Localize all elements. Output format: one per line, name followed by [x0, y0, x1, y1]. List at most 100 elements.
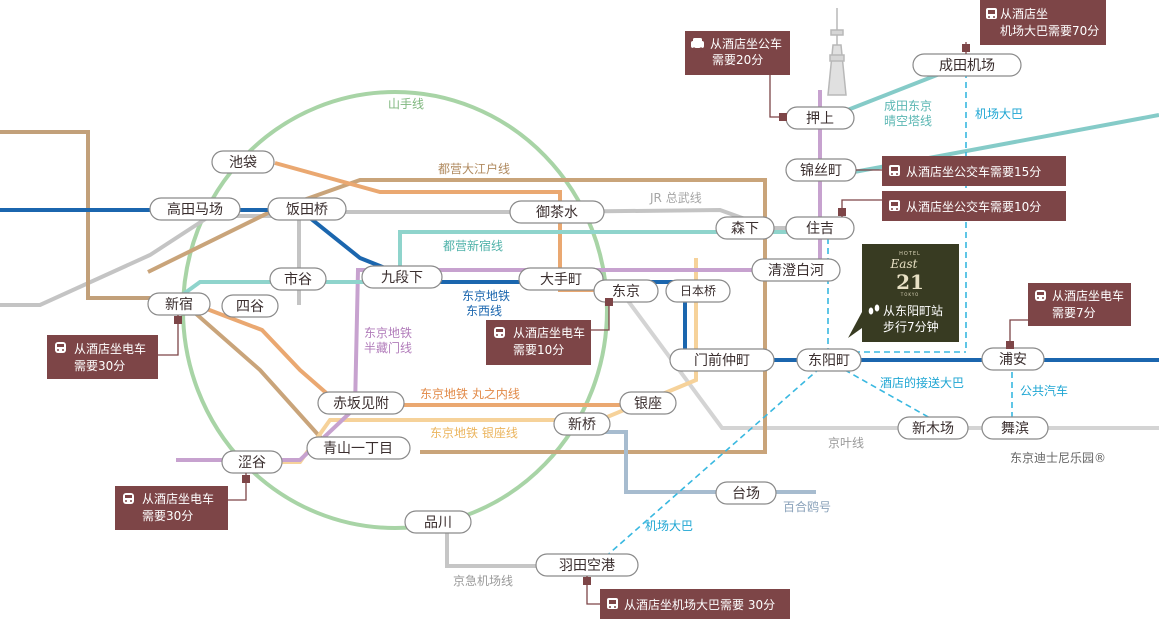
label-hanzomon: 东京地铁半藏门线 [364, 326, 412, 355]
callout-shinjuku-text: 从酒店坐电车需要30分 [74, 341, 146, 373]
leader-oshiage [769, 75, 786, 118]
station-kiyosumi-label: 清澄白河 [768, 263, 824, 279]
station-otemachi[interactable]: 大手町 [518, 267, 604, 291]
label-public-bus: 公共汽车 [1020, 383, 1068, 398]
train-icon [123, 493, 134, 504]
callout-urayasu: 从酒店坐电车需要7分 [1028, 283, 1131, 326]
yurikamome-line [582, 430, 816, 494]
label-narita-sky: 成田东京晴空塔线 [884, 99, 932, 128]
station-oshiage[interactable]: 押上 [785, 106, 855, 130]
callout-shinjuku: 从酒店坐电车需要30分 [47, 335, 158, 379]
station-shimbashi-label: 新桥 [568, 417, 596, 433]
station-sumiyoshi-label: 住吉 [806, 221, 834, 237]
train-icon [55, 342, 66, 353]
station-ochanomizu-label: 御茶水 [536, 205, 578, 221]
station-iidabashi[interactable]: 饭田桥 [267, 197, 347, 221]
station-tokyo-label: 东京 [612, 284, 640, 300]
station-kinshicho-label: 锦丝町 [800, 162, 842, 179]
station-nihonbashi[interactable]: 日本桥 [665, 279, 731, 303]
station-ichigaya[interactable]: 市谷 [269, 267, 327, 291]
station-narita[interactable]: 成田机场 [912, 53, 1022, 77]
leader-tokyo [590, 302, 610, 331]
station-shinkiba-label: 新木场 [912, 421, 954, 437]
station-akasaka-label: 赤坂见附 [333, 396, 389, 412]
label-shuttle: 酒店的接送大巴 [880, 375, 964, 390]
station-kudanshita[interactable]: 九段下 [361, 265, 443, 289]
oedo-line-link [176, 296, 400, 450]
station-ginza[interactable]: 银座 [619, 391, 677, 415]
callout-narita-text: 从酒店坐机场大巴需要70分 [1000, 7, 1099, 38]
hotel-logo-main: East [890, 257, 918, 271]
callout-sumiyoshi: 从酒店坐公交车需要10分 [882, 191, 1066, 221]
station-ikebukuro-label: 池袋 [229, 155, 257, 171]
callout-kinshicho-text: 从酒店坐公交车需要15分 [906, 164, 1041, 179]
bus-icon [889, 200, 900, 211]
station-shimbashi[interactable]: 新桥 [553, 412, 611, 436]
hotel-marker[interactable]: HOTEL East 21 TOKYO 从东阳町站步行7分钟 [848, 244, 959, 342]
label-oedo: 都营大江户线 [438, 161, 510, 176]
station-shibuya[interactable]: 涩谷 [221, 450, 283, 474]
station-shinkiba[interactable]: 新木场 [897, 416, 969, 440]
station-toyocho-label: 东阳町 [808, 353, 850, 369]
label-yamanote: 山手线 [388, 97, 424, 111]
shuttle-to-shinkiba-line [835, 364, 931, 419]
station-haneda[interactable]: 羽田空港 [535, 553, 639, 577]
station-akasaka[interactable]: 赤坂见附 [317, 391, 405, 415]
label-keiyo: 京叶线 [828, 436, 864, 450]
station-iidabashi-label: 饭田桥 [286, 202, 328, 218]
leader-urayasu [1009, 319, 1028, 348]
callout-tokyo: 从酒店坐电车需要10分 [486, 320, 591, 365]
station-odaiba[interactable]: 台场 [715, 481, 777, 505]
label-marunouchi: 东京地铁 丸之内线 [420, 387, 520, 401]
station-oshiage-label: 押上 [806, 111, 834, 127]
station-yotsuya[interactable]: 四谷 [221, 294, 279, 318]
station-haneda-label: 羽田空港 [559, 558, 615, 574]
hotel-logo-num: 21 [896, 270, 924, 294]
station-monzen[interactable]: 门前仲町 [669, 348, 775, 372]
callout-haneda: 从酒店坐机场大巴需要 30分 [600, 589, 790, 619]
station-ochanomizu[interactable]: 御茶水 [509, 200, 605, 224]
station-ginza-label: 银座 [634, 396, 662, 412]
station-takadanobaba[interactable]: 高田马场 [149, 197, 241, 221]
station-odaiba-label: 台场 [732, 486, 760, 502]
footprints-icon [868, 304, 880, 315]
station-shinagawa-label: 品川 [424, 515, 452, 531]
station-otemachi-label: 大手町 [540, 272, 582, 288]
leader-sumiyoshi [841, 199, 882, 217]
callout-oshiage-text: 从酒店坐公车需要20分 [710, 36, 782, 67]
station-shinjuku[interactable]: 新宿 [147, 292, 211, 316]
station-takadanobaba-label: 高田马场 [167, 201, 223, 218]
bus-icon [607, 598, 618, 609]
station-nihonbashi-label: 日本桥 [680, 284, 716, 298]
station-shibuya-label: 涩谷 [238, 455, 266, 471]
station-toyocho[interactable]: 东阳町 [796, 348, 862, 372]
leader-haneda [586, 576, 600, 605]
station-tokyo[interactable]: 东京 [593, 279, 659, 303]
callout-haneda-text: 从酒店坐机场大巴需要 30分 [624, 598, 775, 612]
station-kinshicho[interactable]: 锦丝町 [785, 158, 857, 182]
station-aoyama[interactable]: 青山一丁目 [306, 436, 411, 460]
skytree-icon [827, 8, 847, 96]
station-sumiyoshi[interactable]: 住吉 [785, 216, 855, 240]
station-kiyosumi[interactable]: 清澄白河 [751, 258, 841, 282]
callout-sumiyoshi-text: 从酒店坐公交车需要10分 [906, 199, 1041, 214]
car-icon [691, 38, 704, 51]
train-icon [1035, 290, 1046, 301]
station-ikebukuro[interactable]: 池袋 [211, 150, 275, 174]
station-kudanshita-label: 九段下 [381, 270, 423, 286]
station-shinagawa[interactable]: 品川 [404, 510, 472, 534]
bus-icon [986, 8, 997, 19]
oedo-line-outer [0, 130, 178, 300]
station-urayasu[interactable]: 浦安 [981, 347, 1045, 371]
label-tozai: 东京地铁东西线 [462, 289, 510, 318]
callout-narita: 从酒店坐机场大巴需要70分 [980, 0, 1106, 45]
station-aoyama-label: 青山一丁目 [323, 441, 393, 457]
station-shinjuku-label: 新宿 [165, 296, 193, 313]
station-maihama[interactable]: 舞滨 [981, 416, 1049, 440]
marunouchi-line-2 [177, 296, 623, 407]
station-morishita[interactable]: 森下 [715, 216, 775, 240]
callout-tokyo-text: 从酒店坐电车需要10分 [513, 325, 585, 357]
hotel-logo-small: HOTEL [899, 251, 921, 257]
callout-shibuya: 从酒店坐电车需要30分 [115, 486, 228, 530]
station-monzen-label: 门前仲町 [694, 352, 750, 369]
